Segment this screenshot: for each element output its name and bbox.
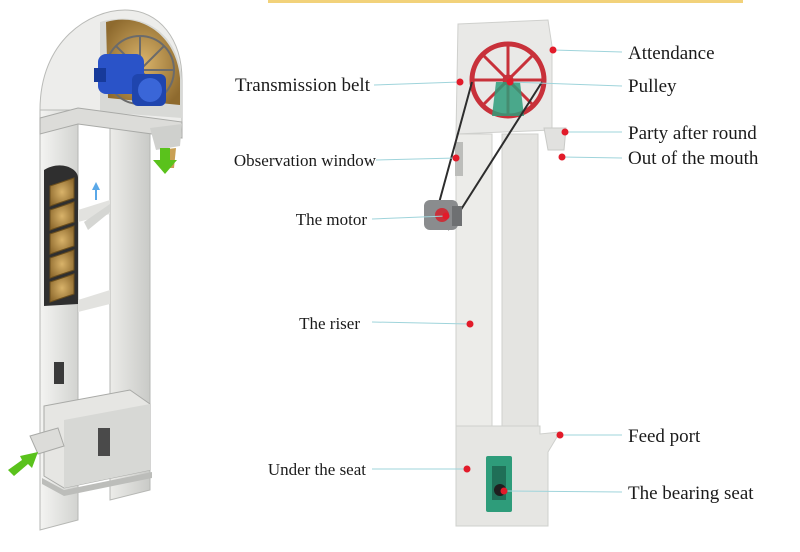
top-rule [268,0,743,3]
label-feed-port: Feed port [628,426,701,447]
label-observation-window: Observation window [234,151,377,170]
cutaway-elevator-illustration [8,9,183,531]
marker-dots [442,46,569,495]
label-the-riser: The riser [299,314,360,333]
label-pulley: Pulley [628,76,677,97]
label-out-of-the-mouth: Out of the mouth [628,148,759,169]
leader-lines [371,49,623,493]
label-the-bearing-seat: The bearing seat [628,483,754,504]
front-view-elevator [424,19,567,527]
motor-gray [424,200,462,230]
bucket-stack [49,177,75,303]
motor-blue [94,54,166,106]
label-party-after-round: Party after round [628,123,757,144]
label-transmission-belt: Transmission belt [235,75,371,96]
label-attendance: Attendance [628,43,715,64]
label-the-motor: The motor [296,210,368,229]
label-under-the-seat: Under the seat [268,460,366,479]
